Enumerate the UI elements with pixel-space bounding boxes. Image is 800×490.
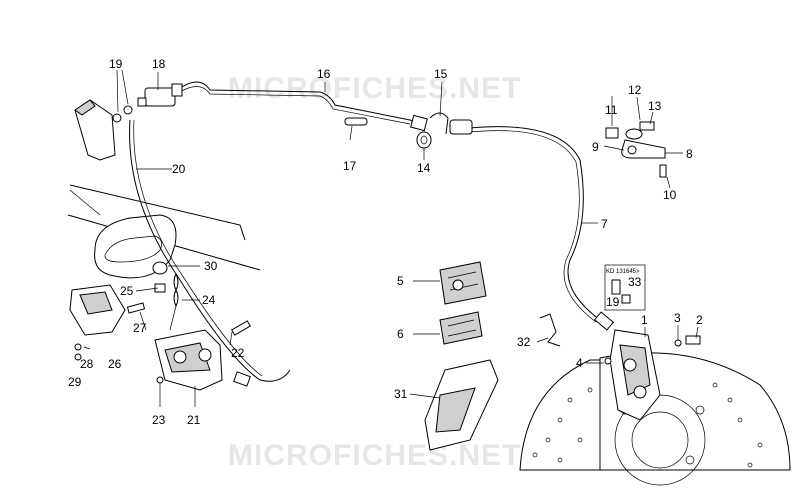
label-21: 21	[187, 413, 201, 427]
label-15: 15	[434, 67, 448, 81]
label-10: 10	[663, 188, 677, 202]
inset-note: KD 131645>	[606, 269, 640, 275]
label-25: 25	[120, 284, 134, 298]
label-22: 22	[231, 346, 245, 360]
bleed-screw-inset	[604, 264, 646, 311]
master-cylinder	[74, 83, 183, 161]
brake-hose-front	[469, 126, 615, 331]
label-26: 26	[108, 357, 122, 371]
label-23: 23	[152, 413, 166, 427]
rear-caliper	[154, 320, 251, 391]
label-2: 2	[696, 313, 703, 327]
label-6: 6	[397, 327, 404, 341]
label-4: 4	[576, 356, 583, 370]
label-31: 31	[394, 387, 408, 401]
label-24: 24	[202, 293, 216, 307]
brake-pads	[439, 261, 487, 345]
label-19: 19	[109, 57, 123, 71]
label-14: 14	[417, 161, 431, 175]
label-27: 27	[133, 321, 147, 335]
label-17: 17	[343, 159, 357, 173]
label-8: 8	[686, 147, 693, 161]
leader-lines	[83, 69, 699, 407]
front-caliper	[604, 329, 701, 421]
label-18: 18	[152, 57, 166, 71]
label-9: 9	[592, 140, 599, 154]
watermark-bottom: MICROFICHES.NET	[228, 439, 521, 472]
label-1: 1	[641, 313, 648, 327]
label-29: 29	[68, 375, 82, 389]
hose-clip	[416, 112, 473, 149]
hose-bracket	[605, 121, 667, 178]
label-12: 12	[628, 83, 642, 97]
callout-labels: 19 18 16 15 17 14 12 11 13 9 8 10 7 20 K…	[68, 57, 703, 427]
label-5: 5	[397, 274, 404, 288]
label-33: 33	[628, 275, 642, 289]
brake-hose-rear	[129, 119, 291, 382]
hose-sleeve	[94, 214, 177, 279]
label-19-inset: 19	[606, 295, 620, 309]
label-32: 32	[517, 335, 531, 349]
label-7: 7	[601, 217, 608, 231]
label-16: 16	[317, 67, 331, 81]
label-3: 3	[674, 311, 681, 325]
brake-pipe	[179, 81, 428, 132]
watermark-top: MICROFICHES.NET	[228, 72, 521, 105]
label-20: 20	[172, 162, 186, 176]
caliper-bracket	[424, 359, 499, 451]
pad-spring	[539, 313, 561, 347]
retaining-pin	[344, 117, 368, 126]
label-28: 28	[80, 357, 94, 371]
label-11: 11	[605, 103, 618, 117]
rear-bracket	[69, 261, 179, 361]
label-30: 30	[204, 259, 218, 273]
label-13: 13	[648, 99, 662, 113]
